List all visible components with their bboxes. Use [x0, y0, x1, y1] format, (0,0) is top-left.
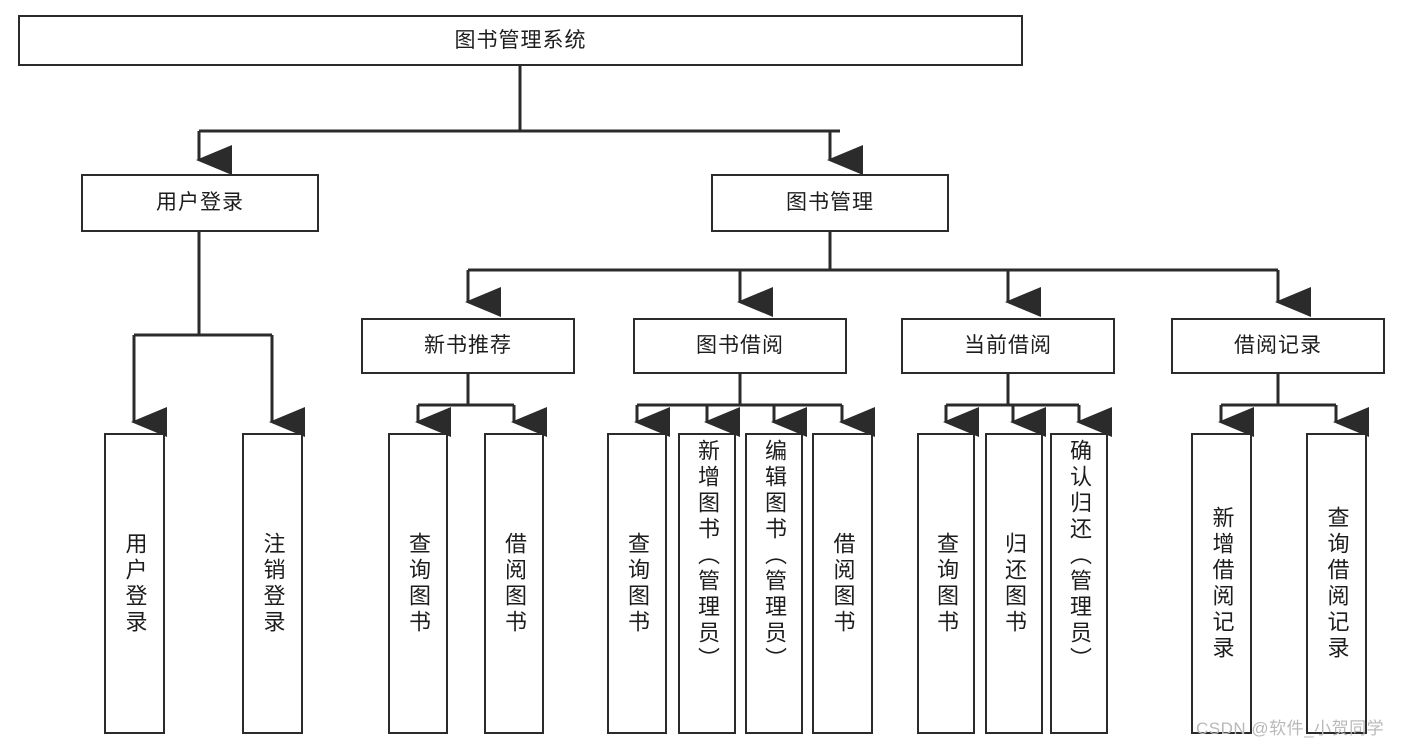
leaf-logout[interactable]: 注销登录 — [242, 433, 303, 734]
node-borrow-record-label: 借阅记录 — [1234, 334, 1322, 358]
node-book-borrow-label: 图书借阅 — [696, 334, 784, 358]
leaf-record-query[interactable]: 查询借阅记录 — [1306, 433, 1367, 734]
leaf-recommend-query-book-label: 查询图书 — [406, 531, 431, 636]
leaf-record-add-label: 新增借阅记录 — [1209, 505, 1235, 662]
leaf-borrow-edit-book[interactable]: 编辑图书（管理员） — [745, 433, 803, 734]
leaf-borrow-query-book-label: 查询图书 — [625, 531, 650, 636]
csdn-watermark: CSDN @软件_小贺同学 — [1196, 719, 1385, 738]
node-current-borrow[interactable]: 当前借阅 — [901, 318, 1115, 374]
node-root[interactable]: 图书管理系统 — [18, 15, 1023, 66]
leaf-logout-label: 注销登录 — [260, 531, 286, 636]
leaf-borrow-borrow-book[interactable]: 借阅图书 — [812, 433, 873, 734]
node-root-label: 图书管理系统 — [454, 28, 587, 52]
leaf-borrow-add-book-label: 新增图书（管理员） — [695, 439, 720, 673]
node-user-login[interactable]: 用户登录 — [81, 174, 319, 232]
leaf-recommend-borrow-book[interactable]: 借阅图书 — [484, 433, 544, 734]
leaf-current-query-book[interactable]: 查询图书 — [917, 433, 975, 734]
node-book-borrow[interactable]: 图书借阅 — [633, 318, 847, 374]
leaf-current-return-book-label: 归还图书 — [1002, 531, 1027, 636]
leaf-borrow-add-book[interactable]: 新增图书（管理员） — [678, 433, 736, 734]
leaf-current-query-book-label: 查询图书 — [934, 531, 959, 636]
leaf-borrow-edit-book-label: 编辑图书（管理员） — [762, 439, 787, 673]
node-book-management-label: 图书管理 — [786, 191, 874, 215]
node-new-book-recommend[interactable]: 新书推荐 — [361, 318, 575, 374]
leaf-user-login-label: 用户登录 — [122, 531, 148, 636]
leaf-user-login[interactable]: 用户登录 — [104, 433, 165, 734]
leaf-recommend-query-book[interactable]: 查询图书 — [388, 433, 448, 734]
leaf-current-confirm-return-label: 确认归还（管理员） — [1067, 439, 1092, 673]
leaf-record-query-label: 查询借阅记录 — [1324, 505, 1350, 662]
node-current-borrow-label: 当前借阅 — [964, 334, 1052, 358]
leaf-recommend-borrow-book-label: 借阅图书 — [502, 531, 527, 636]
leaf-current-return-book[interactable]: 归还图书 — [985, 433, 1043, 734]
leaf-current-confirm-return[interactable]: 确认归还（管理员） — [1050, 433, 1108, 734]
leaf-borrow-borrow-book-label: 借阅图书 — [830, 531, 856, 636]
node-user-login-label: 用户登录 — [156, 191, 244, 215]
node-new-book-recommend-label: 新书推荐 — [424, 334, 512, 358]
leaf-borrow-query-book[interactable]: 查询图书 — [607, 433, 667, 734]
node-book-management[interactable]: 图书管理 — [711, 174, 949, 232]
node-borrow-record[interactable]: 借阅记录 — [1171, 318, 1385, 374]
leaf-record-add[interactable]: 新增借阅记录 — [1191, 433, 1252, 734]
